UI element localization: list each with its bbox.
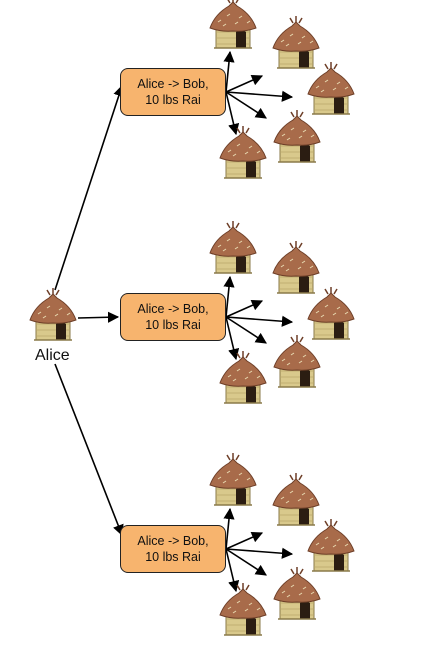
message-box-2: Alice -> Bob, 10 lbs Rai	[120, 293, 226, 341]
recipient-hut-icon-1-3	[307, 61, 355, 115]
recipient-hut-icon-1-4	[273, 109, 321, 163]
source-label: Alice	[35, 347, 70, 364]
source-arrow-1	[54, 84, 125, 291]
broadcast-arrow-2-3	[225, 315, 294, 327]
recipient-hut-icon-2-1	[209, 220, 257, 274]
recipient-hut-icon-3-4	[273, 566, 321, 620]
recipient-hut-icon-1-5	[219, 125, 267, 179]
broadcast-arrow-1-3	[225, 90, 294, 102]
recipient-hut-icon-1-1	[209, 0, 257, 49]
broadcast-arrow-1-5	[225, 91, 240, 136]
broadcast-arrow-3-4	[225, 548, 267, 576]
source-hut-icon	[29, 287, 77, 341]
arrows-layer	[54, 50, 294, 593]
broadcast-arrow-2-5	[225, 316, 240, 361]
recipient-hut-icon-2-2	[272, 240, 320, 294]
recipient-hut-icon-2-5	[219, 350, 267, 404]
broadcast-arrow-2-1	[223, 275, 235, 318]
message-box-1: Alice -> Bob, 10 lbs Rai	[120, 68, 226, 116]
recipient-hut-icon-2-4	[273, 334, 321, 388]
broadcast-arrow-1-1	[223, 50, 235, 93]
recipient-hut-icon-1-2	[272, 15, 320, 69]
message-text-3: Alice -> Bob, 10 lbs Rai	[137, 534, 209, 564]
recipient-hut-icon-3-2	[272, 472, 320, 526]
broadcast-arrow-3-2	[225, 531, 264, 550]
recipient-hut-icon-3-5	[219, 582, 267, 636]
message-text-1: Alice -> Bob, 10 lbs Rai	[137, 77, 209, 107]
broadcast-arrow-3-3	[225, 547, 294, 559]
recipient-hut-icon-3-3	[307, 518, 355, 572]
broadcast-arrow-3-1	[223, 507, 235, 550]
message-text-2: Alice -> Bob, 10 lbs Rai	[137, 302, 209, 332]
source-arrow-3	[54, 363, 124, 537]
broadcast-arrow-2-2	[225, 299, 264, 318]
broadcast-arrow-2-4	[225, 316, 267, 344]
source-arrow-2	[77, 311, 120, 323]
recipient-hut-icon-3-1	[209, 452, 257, 506]
message-box-3: Alice -> Bob, 10 lbs Rai	[120, 525, 226, 573]
broadcast-arrow-3-5	[225, 548, 240, 593]
broadcast-arrow-1-4	[225, 91, 267, 119]
broadcast-arrow-1-2	[225, 74, 264, 93]
recipient-hut-icon-2-3	[307, 286, 355, 340]
